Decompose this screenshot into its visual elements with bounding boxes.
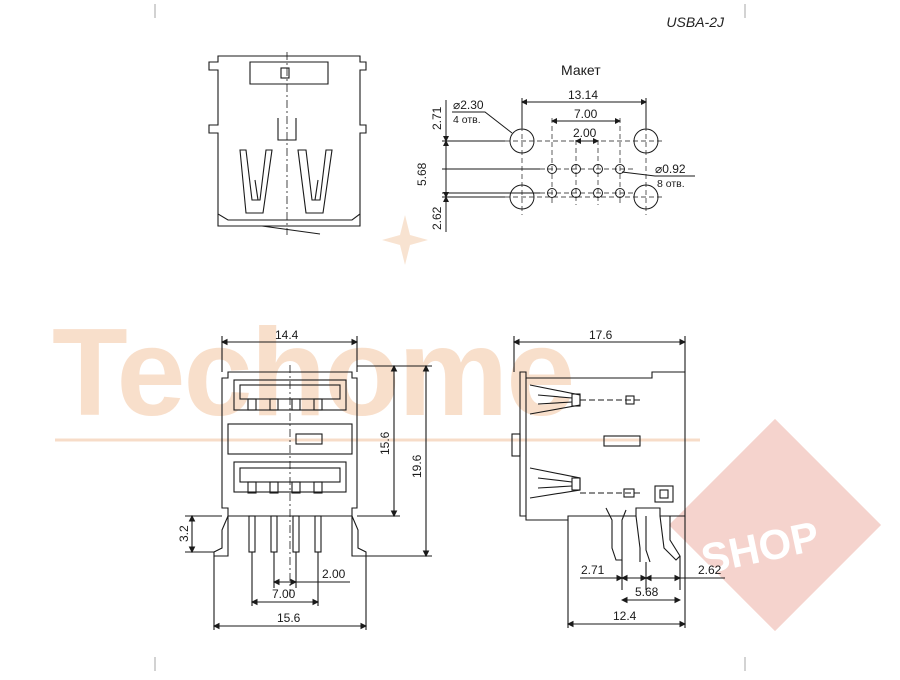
watermark-brand: Techome	[52, 304, 573, 442]
small-hole-dia: ⌀0.92	[655, 162, 686, 176]
side-view	[511, 336, 725, 628]
frame-corners	[154, 4, 746, 671]
dim-2-71-side: 2.71	[581, 563, 605, 577]
dim-2-00: 2.00	[573, 126, 597, 140]
dim-14-4: 14.4	[275, 328, 299, 342]
small-hole-count: 8 отв.	[657, 178, 685, 190]
dim-2-62-side: 2.62	[698, 563, 722, 577]
watermark: Techome SHOP	[52, 215, 882, 632]
part-code: USBA-2J	[666, 14, 724, 30]
layout-title: Макет	[561, 62, 601, 78]
big-hole-count: 4 отв.	[453, 114, 481, 126]
layout-labels: Макет 13.14 7.00 2.00 ⌀2.30 4 отв. ⌀0.92…	[415, 62, 686, 230]
big-hole-dia: ⌀2.30	[453, 98, 484, 112]
dim-7-00-bottom: 7.00	[272, 587, 296, 601]
dim-2-00-bottom: 2.00	[322, 567, 346, 581]
dim-13-14: 13.14	[568, 88, 598, 102]
watermark-star-icon	[382, 215, 428, 265]
dim-17-6: 17.6	[589, 328, 613, 342]
dim-12-4: 12.4	[613, 609, 637, 623]
dim-7-00: 7.00	[574, 107, 598, 121]
dim-15-6-h: 15.6	[378, 431, 392, 455]
top-front-view	[208, 52, 367, 235]
front-view-labels: 14.4 15.6 19.6 3.2 2.00 7.00 15.6	[177, 328, 424, 625]
dim-5-68-side: 5.68	[635, 585, 659, 599]
dim-2-62-v: 2.62	[430, 206, 444, 230]
side-view-labels: 17.6 2.71 2.62 5.68 12.4	[581, 328, 722, 623]
bottom-front-view	[185, 336, 432, 630]
dim-5-68-v: 5.68	[415, 162, 429, 186]
dim-3-2: 3.2	[177, 525, 191, 542]
dim-2-71-v: 2.71	[430, 106, 444, 130]
layout-view	[442, 98, 695, 232]
dim-19-6: 19.6	[410, 454, 424, 478]
dim-15-6-w: 15.6	[277, 611, 301, 625]
